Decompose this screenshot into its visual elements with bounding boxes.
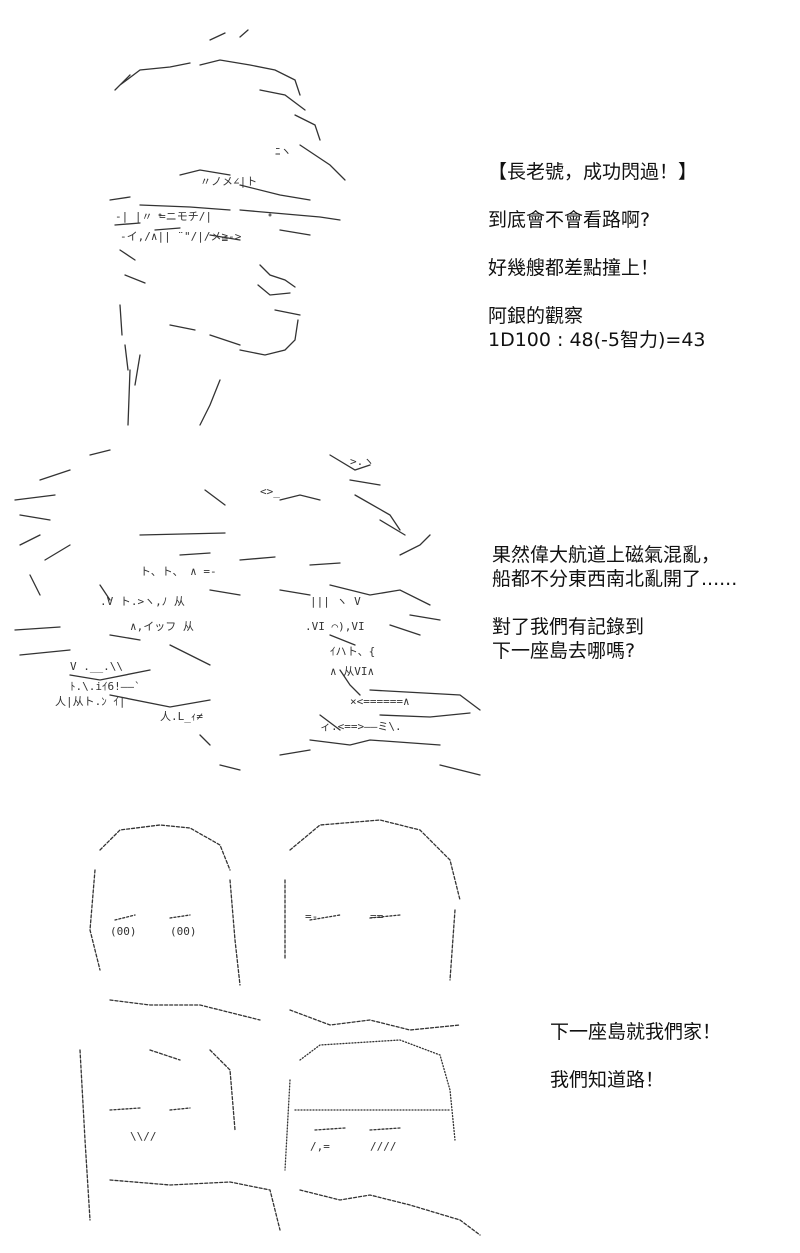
svg-text:ﾆヽ: ﾆヽ (275, 145, 292, 158)
caption-line: 下一座島去哪嗎? (492, 640, 636, 662)
caption-line: 對了我們有記錄到 (492, 616, 645, 638)
svg-text:<>_: <>_ (260, 485, 280, 498)
svg-text:>.ヽ: >.ヽ (350, 455, 374, 468)
caption-line: 果然偉大航道上磁氣混亂， (492, 544, 721, 566)
caption-line: 阿銀的觀察 (488, 305, 584, 327)
panel-1: 〃ノメ∠|ト -| |〃 =ニモチ/| -イ,/∧|| ¨"/|/メ≧-> ﾆヽ… (0, 0, 800, 440)
svg-text:V .__.\\: V .__.\\ (70, 660, 123, 673)
svg-text:(00): (00) (110, 925, 137, 938)
svg-text:(00): (00) (170, 925, 197, 938)
ascii-art-character-closeup: ト、ト、 ∧ =- .V ト.>ヽ,ﾉ 从 ∧,イッフ 从 ||| ヽ V .V… (10, 445, 500, 785)
caption-panel-2: 果然偉大航道上磁氣混亂， 船都不分東西南北亂開了...... 對了我們有記錄到 … (492, 543, 737, 663)
ascii-art-four-characters: (00) (00) =- == /,= //// \\// (70, 810, 490, 1240)
svg-text:ト、ト、 ∧ =-: ト、ト、 ∧ =- (140, 565, 217, 578)
caption-line: 到底會不會看路啊? (488, 209, 651, 231)
ascii-art-character-profile: 〃ノメ∠|ト -| |〃 =ニモチ/| -イ,/∧|| ¨"/|/メ≧-> ﾆヽ (100, 25, 360, 435)
panel-3: (00) (00) =- == /,= //// \\// 下一座島就我們家！ … (0, 800, 800, 1253)
caption-line: 1D100 : 48(-5智力)=43 (488, 329, 706, 351)
svg-text:ﾄ.\.iｲ6!——`: ﾄ.\.iｲ6!——` (70, 680, 141, 693)
svg-text:=-: =- (305, 910, 318, 923)
svg-text:人|从ト.ﾝ ｲ|: 人|从ト.ﾝ ｲ| (55, 695, 126, 708)
svg-text:-| |〃 =ニモチ/|: -| |〃 =ニモチ/| (115, 210, 212, 223)
caption-panel-3: 下一座島就我們家！ 我們知道路！ (550, 1020, 721, 1092)
caption-line: 我們知道路！ (550, 1069, 665, 1091)
svg-text:////: //// (370, 1140, 397, 1153)
svg-text:〃ノメ∠|ト: 〃ノメ∠|ト (200, 175, 257, 188)
caption-line: 好幾艘都差點撞上！ (488, 257, 660, 279)
caption-line: 下一座島就我們家！ (550, 1021, 722, 1043)
caption-panel-1: 【長老號，成功閃過！】 到底會不會看路啊? 好幾艘都差點撞上！ 阿銀的觀察 1D… (488, 160, 706, 352)
svg-text:.V ト.>ヽ,ﾉ 从: .V ト.>ヽ,ﾉ 从 (100, 595, 185, 608)
svg-text:/,=: /,= (310, 1140, 330, 1153)
svg-text:×<======∧: ×<======∧ (350, 695, 410, 708)
caption-line: 【長老號，成功閃過！】 (488, 161, 698, 183)
caption-line: 船都不分東西南北亂開了...... (492, 568, 738, 590)
svg-text:||| ヽ V: ||| ヽ V (310, 595, 361, 608)
svg-text:人.L_ｨ≠: 人.L_ｨ≠ (160, 710, 203, 723)
svg-text:ｲハト、{: ｲハト、{ (330, 645, 375, 658)
svg-text:\\//: \\// (130, 1130, 157, 1143)
svg-text:==: == (370, 910, 384, 923)
svg-text:∧ 从VI∧: ∧ 从VI∧ (330, 665, 374, 678)
svg-text:ィ.<==>——ミ\.: ィ.<==>——ミ\. (320, 720, 402, 733)
svg-text:∧,イッフ 从: ∧,イッフ 从 (130, 620, 194, 633)
svg-text:-イ,/∧|| ¨"/|/メ≧->: -イ,/∧|| ¨"/|/メ≧-> (120, 230, 242, 243)
svg-text:.VI ⌒),VI: .VI ⌒),VI (305, 620, 365, 633)
panel-2: ト、ト、 ∧ =- .V ト.>ヽ,ﾉ 从 ∧,イッフ 从 ||| ヽ V .V… (0, 440, 800, 800)
